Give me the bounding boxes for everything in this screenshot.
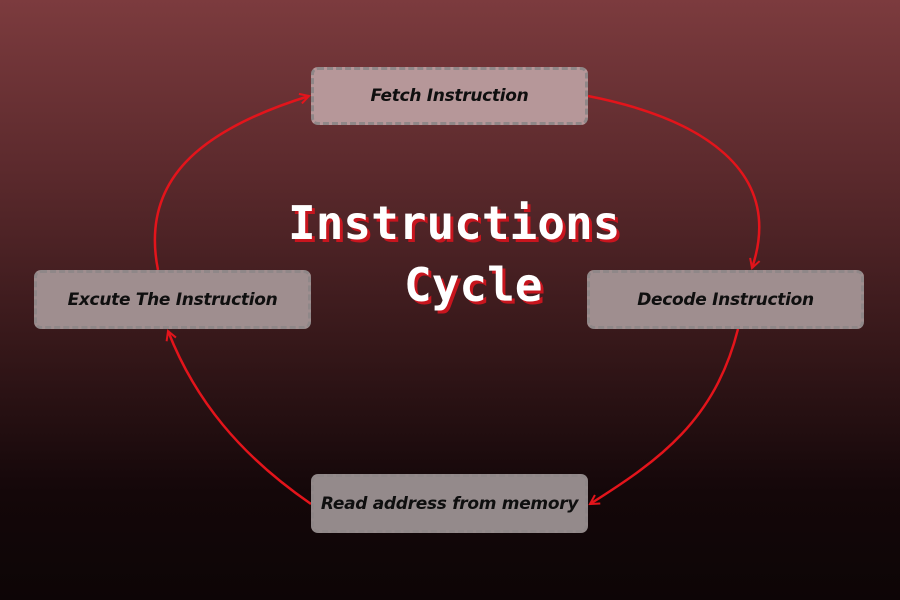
node-decode-label: Decode Instruction [637, 289, 814, 310]
node-fetch-label: Fetch Instruction [370, 86, 529, 106]
node-read-address: Read address from memory [311, 474, 588, 533]
node-fetch-instruction: Fetch Instruction [311, 67, 588, 125]
node-execute-instruction: Excute The Instruction [34, 270, 311, 329]
node-execute-label: Excute The Instruction [67, 289, 278, 310]
arrow-execute-to-fetch [153, 96, 309, 271]
arrow-read-to-execute [168, 331, 312, 506]
node-read-label: Read address from memory [320, 493, 579, 514]
diagram-title: Instructions Cycle [250, 192, 670, 316]
node-decode-instruction: Decode Instruction [587, 270, 864, 329]
title-line-2: Cycle [404, 258, 543, 312]
arrow-fetch-to-decode [587, 94, 761, 268]
arrow-decode-to-read [590, 328, 740, 504]
title-line-1: Instructions [288, 196, 621, 250]
